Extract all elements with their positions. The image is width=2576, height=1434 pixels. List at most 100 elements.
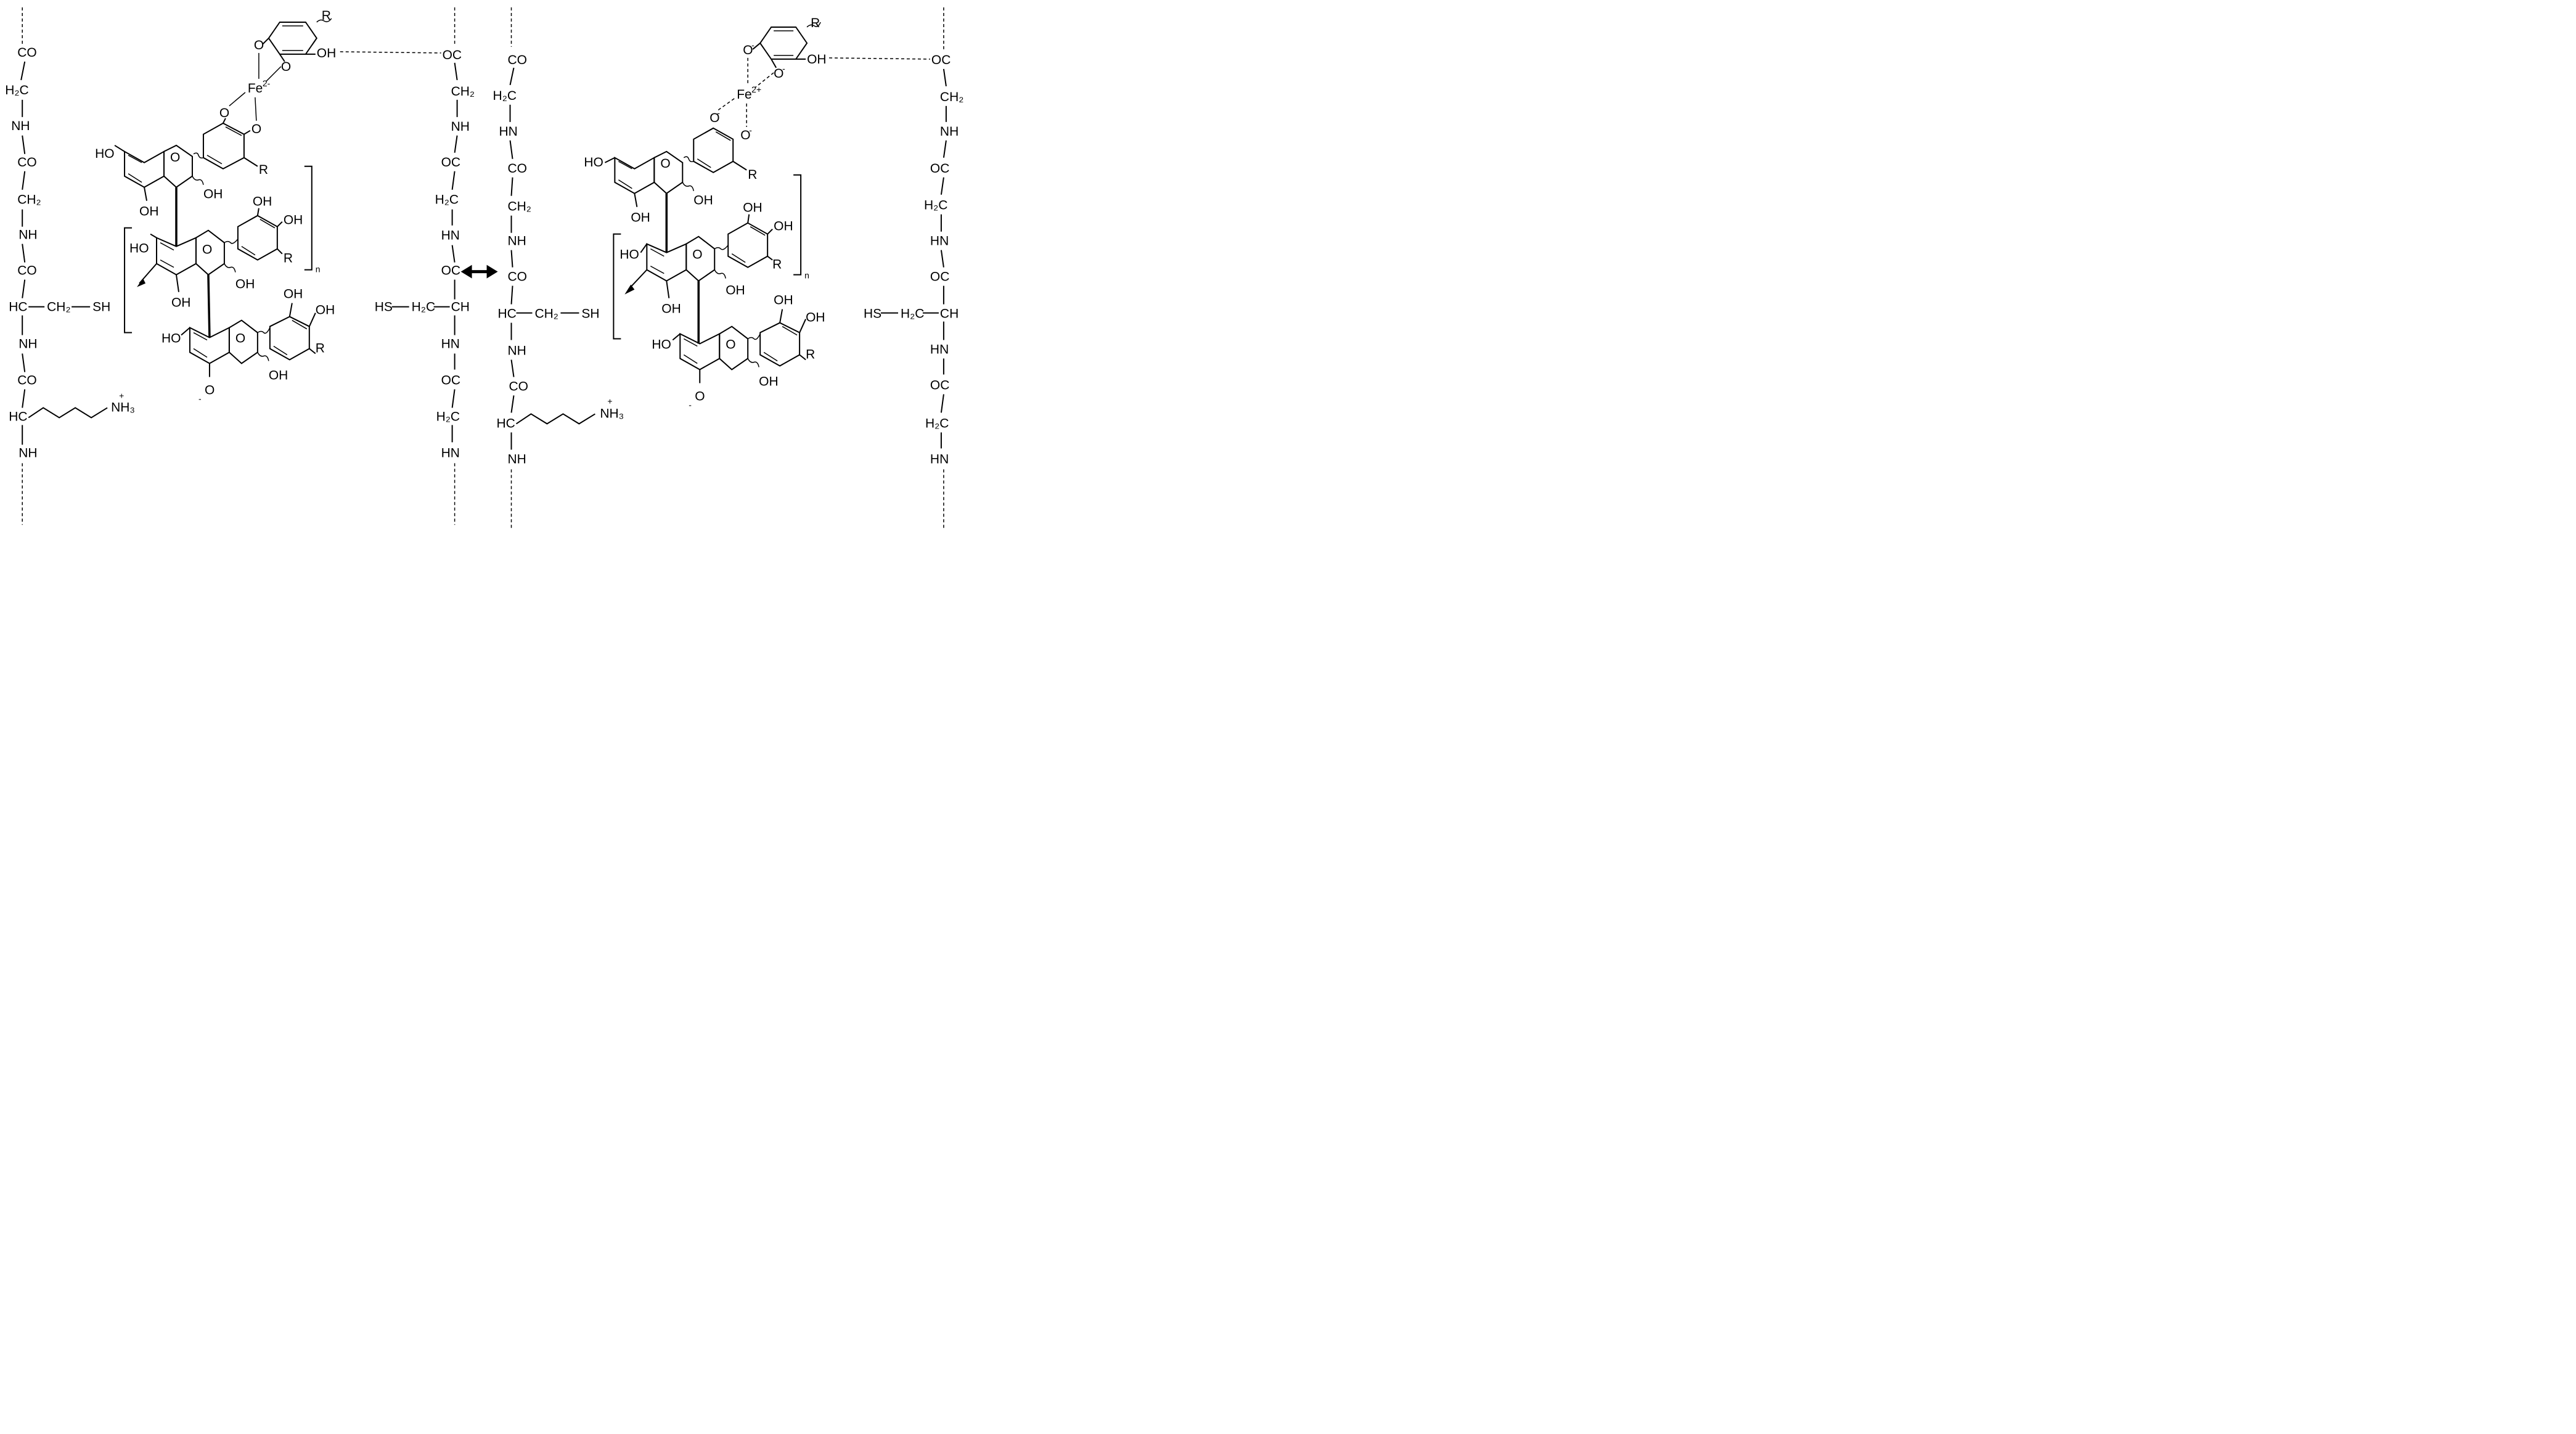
label-oc: OC xyxy=(930,378,949,392)
label-oh: OH xyxy=(284,287,303,301)
label-oc: OC xyxy=(441,155,460,170)
label-h2c: H₂C xyxy=(924,199,947,213)
label-oh: OH xyxy=(316,303,335,318)
label-co: CO xyxy=(17,264,36,278)
label-minus: - xyxy=(689,399,692,409)
label-plus: + xyxy=(119,390,124,400)
label-ho: HO xyxy=(129,242,149,256)
label-sh: SH xyxy=(581,307,599,321)
label-ho: HO xyxy=(652,338,671,352)
label-hc: HC xyxy=(498,307,517,321)
label-o: O xyxy=(170,150,180,165)
double-headed-arrow xyxy=(460,264,498,279)
label-o: O xyxy=(660,157,670,171)
label-h2c: H₂C xyxy=(925,416,949,430)
label-r: R xyxy=(259,163,268,177)
label-hn: HN xyxy=(930,452,949,466)
label-ch2: CH₂ xyxy=(940,90,963,104)
label-oh: OH xyxy=(774,219,793,234)
label-nh: NH xyxy=(451,120,470,134)
label-hn: HN xyxy=(441,337,460,351)
center-collagen-chain-b: OC CH₂ NH OC H₂C HN OC HS H₂C CH HN OC H… xyxy=(375,7,475,525)
label-oh: OH xyxy=(806,311,825,325)
label-plus: + xyxy=(607,396,612,406)
label-ch: CH xyxy=(940,307,959,321)
label-co: CO xyxy=(508,270,527,284)
label-hc: HC xyxy=(497,416,515,430)
label-h2c: H₂C xyxy=(5,83,28,97)
label-co: CO xyxy=(17,373,36,387)
label-hn: HN xyxy=(441,446,460,460)
label-fe: Fe xyxy=(737,88,751,102)
label-hs: HS xyxy=(864,307,881,321)
label-nh: NH xyxy=(508,452,526,466)
label-oh: OH xyxy=(759,374,778,388)
label-hn: HN xyxy=(441,229,460,243)
label-hn: HN xyxy=(930,343,949,357)
label-h2c: H₂C xyxy=(412,300,435,314)
label-hn: HN xyxy=(930,234,949,248)
label-ch2: CH₂ xyxy=(17,193,41,207)
label-r: R xyxy=(806,348,815,362)
left-polyphenol-complex: R O O OH Fe 2- O O R O HO OH xyxy=(95,9,441,403)
label-o: O xyxy=(774,67,783,81)
label-ch2: CH₂ xyxy=(534,307,558,321)
label-oh: OH xyxy=(693,194,713,208)
label-oh: OH xyxy=(253,195,272,209)
label-fe: Fe xyxy=(248,81,263,96)
label-oc: OC xyxy=(931,53,951,67)
label-oc: OC xyxy=(443,48,462,62)
left-collagen-chain-a: CO H₂C NH CO CH₂ NH CO HC CH₂ SH NH CO H… xyxy=(5,7,135,525)
label-o-minus: O xyxy=(695,389,705,403)
label-oc: OC xyxy=(441,264,460,278)
label-oh: OH xyxy=(631,211,650,225)
label-o: O xyxy=(254,38,264,52)
label-h2c: H₂C xyxy=(436,409,460,424)
label-o: O xyxy=(235,332,245,346)
right-collagen-chain-a: CO H₂C HN CO CH₂ NH CO HC CH₂ SH NH CO H… xyxy=(493,7,624,530)
label-ch: CH xyxy=(451,300,470,314)
label-oh: OH xyxy=(661,302,681,316)
label-nh3: NH₃ xyxy=(111,400,135,414)
label-oh: OH xyxy=(774,293,793,308)
label-fe-charge: 2- xyxy=(263,78,271,88)
label-o: O xyxy=(726,338,735,352)
label-oh: OH xyxy=(743,201,762,215)
label-hc: HC xyxy=(9,300,27,314)
label-oc: OC xyxy=(441,373,460,387)
label-hn: HN xyxy=(499,125,518,139)
label-nh: NH xyxy=(18,446,37,460)
label-ch2: CH₂ xyxy=(47,300,70,314)
label-o: O xyxy=(740,128,750,142)
label-oh: OH xyxy=(269,368,288,382)
tannin-collagen-diagram: CO H₂C NH CO CH₂ NH CO HC CH₂ SH NH CO H… xyxy=(5,7,963,530)
label-oc: OC xyxy=(930,162,949,176)
label-co: CO xyxy=(508,162,527,176)
label-hc: HC xyxy=(9,409,27,424)
label-hs: HS xyxy=(375,300,393,314)
label-o-minus: O xyxy=(205,383,215,397)
label-oh: OH xyxy=(235,277,255,292)
label-o: O xyxy=(251,122,261,136)
label-minus: - xyxy=(717,108,720,118)
label-minus: - xyxy=(782,64,785,73)
label-n: n xyxy=(804,271,809,281)
label-nh: NH xyxy=(11,119,30,133)
label-nh3: NH₃ xyxy=(600,406,624,420)
label-nh: NH xyxy=(18,228,37,242)
label-nh: NH xyxy=(508,344,526,358)
label-co: CO xyxy=(509,379,528,393)
label-o: O xyxy=(743,43,753,57)
label-ho: HO xyxy=(584,155,603,170)
label-nh: NH xyxy=(18,337,37,351)
label-oh: OH xyxy=(203,187,223,202)
label-oh: OH xyxy=(139,205,158,219)
label-n: n xyxy=(316,264,321,274)
label-r: R xyxy=(748,168,757,182)
label-nh: NH xyxy=(940,125,959,139)
label-h2c: H₂C xyxy=(435,193,459,207)
label-oh: OH xyxy=(807,52,826,67)
label-co: CO xyxy=(508,53,527,67)
label-r: R xyxy=(316,342,325,356)
label-oh: OH xyxy=(284,213,303,227)
